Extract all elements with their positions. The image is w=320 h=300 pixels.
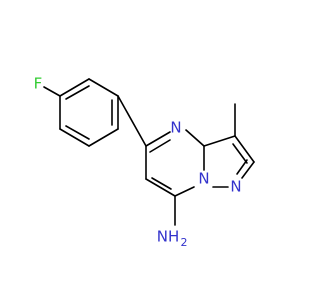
bonds [43, 78, 255, 226]
bond-ph-1 [59, 78, 90, 97]
atom-n-pyrazole: N [230, 178, 241, 196]
molecule-diagram: F N N N NH 2 [33, 74, 255, 250]
bond-c3-c2-inner [232, 143, 248, 164]
atom-nh2-main: NH [157, 228, 180, 246]
bond-ph-4 [88, 128, 119, 147]
atom-n-bridge: N [198, 170, 209, 188]
atom-nh2-subscript: 2 [181, 236, 188, 249]
atom-n-ring: N [170, 119, 181, 137]
atom-nh2: NH 2 [157, 228, 188, 250]
bond-c7-c6 [145, 178, 176, 197]
bond-c5-n4-inner [149, 139, 171, 153]
bond-c5-n4 [145, 131, 171, 147]
bond-n4-c3a [185, 129, 205, 147]
bond-c2-n1-inner [236, 159, 248, 175]
bond-c3-c2 [234, 135, 255, 163]
structure-svg: F N N N NH 2 [34, 75, 255, 250]
bond-c2-n1 [241, 161, 255, 179]
bond-n-c7 [174, 186, 195, 197]
bond-ph-2 [88, 78, 119, 97]
bond-c7-c6-inner [151, 177, 172, 190]
bond-f-c [43, 86, 61, 97]
bond-ph-1-inner [65, 85, 90, 100]
atom-f: F [34, 75, 43, 93]
atom-labels: F N N N NH 2 [34, 75, 242, 250]
bond-ph-5-inner [65, 125, 90, 140]
bond-ph-5 [59, 128, 90, 147]
bond-ph-pyr [117, 95, 147, 147]
bond-c3a-c3 [203, 135, 236, 147]
